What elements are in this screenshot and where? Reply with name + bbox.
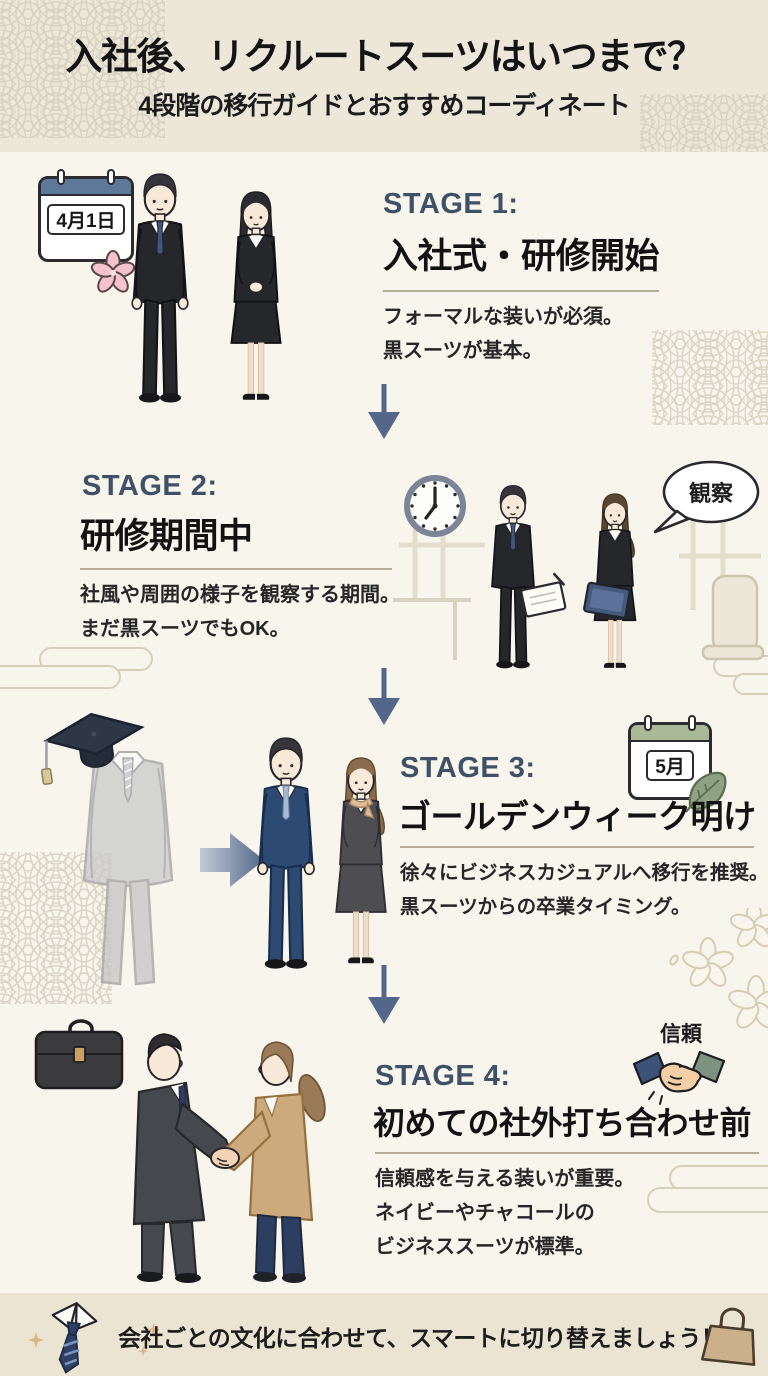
desc-line: 信頼感を与える装いが重要。: [375, 1168, 635, 1190]
trust-label: 信頼: [660, 1023, 702, 1046]
clasped-hands: [210, 1147, 240, 1169]
desc-line: まだ黒スーツでもOK。: [80, 618, 290, 640]
stage-4-illustration: [34, 1019, 326, 1283]
sakura-outline-blossoms: [669, 908, 768, 1029]
calendar-date-label: 4月1日: [47, 204, 125, 235]
cloud-motif-right-small: [713, 655, 768, 695]
down-arrow-icon: [368, 668, 400, 725]
stage-3-label: STAGE 3:: [400, 752, 536, 784]
stage-4-title: 初めての社外打ち合わせ前: [373, 1105, 752, 1141]
stage-1-label: STAGE 1:: [383, 188, 519, 220]
sparkle-icons: [28, 1323, 161, 1357]
stage-2-title: 研修期間中: [80, 517, 253, 556]
footer-band: [0, 1293, 768, 1376]
divider: [375, 1152, 759, 1154]
female-trainee-figure: [593, 493, 637, 668]
stage-3-description: 徐々にビジネスカジュアルへ移行を推奨。 黒スーツからの卒業タイミング。: [400, 856, 768, 924]
chair-icon: [701, 574, 765, 661]
male-trainee-figure: [491, 485, 535, 669]
stage-4-description: 信頼感を与える装いが重要。 ネイビーやチャコールの ビジネススーツが標準。: [375, 1162, 634, 1264]
tote-bag-icon: [700, 1307, 756, 1366]
seigaiha-wave-pattern-topleft: [0, 0, 165, 138]
necktie-icon: [51, 1302, 98, 1374]
divider: [383, 290, 659, 292]
calendar-date-label: 5月: [646, 750, 694, 781]
notepad-icon: [520, 572, 567, 618]
faded-recruit-suit: [82, 751, 174, 986]
calendar-pin: [688, 715, 696, 731]
desc-line: ビジネススーツが標準。: [375, 1236, 595, 1258]
desc-line: フォーマルな装いが必須。: [383, 306, 623, 328]
handshake-icon: [632, 1050, 726, 1105]
stage-2-label: STAGE 2:: [82, 470, 218, 502]
calendar-pin: [644, 715, 652, 731]
male-recruit-figure: [131, 173, 189, 403]
divider: [80, 568, 392, 570]
stage-4-label: STAGE 4:: [375, 1060, 511, 1092]
page-title: 入社後、リクルートスーツはいつまで？: [65, 36, 704, 77]
stage-1-illustration: [131, 173, 282, 403]
female-recruit-figure: [230, 191, 282, 400]
charcoal-suit-female-figure: [335, 757, 387, 964]
leaf-icon: [685, 771, 727, 813]
wall-clock-icon: [404, 475, 466, 537]
beige-jacket-woman-profile: [218, 1041, 326, 1283]
graduation-cap-icon: [40, 712, 145, 786]
page-subtitle: 4段階の移行ガイドとおすすめコーディネート: [138, 92, 630, 120]
calendar-header: [631, 725, 709, 742]
seigaiha-wave-pattern-right: [652, 330, 768, 425]
stage-1-description: フォーマルな装いが必須。 黒スーツが基本。: [383, 300, 623, 368]
cloud-motif-left: [0, 647, 153, 689]
sakura-icon: [90, 250, 136, 293]
speech-bubble-icon: 観察: [653, 460, 760, 534]
navy-suit-male-figure: [257, 737, 315, 969]
stage-2-description: 社風や周囲の様子を観察する期間。 まだ黒スーツでもOK。: [80, 578, 400, 646]
stage-2-illustration: 観察: [393, 460, 765, 669]
cloud-motif-right-stage4: [647, 1165, 768, 1213]
bubble-text: 観察: [689, 481, 734, 506]
stage-1-title: 入社式・研修開始: [383, 237, 660, 276]
desc-line: 黒スーツからの卒業タイミング。: [400, 896, 691, 918]
charcoal-suit-man-profile: [132, 1033, 234, 1283]
calendar-pin: [107, 169, 115, 185]
stage-3-title: ゴールデンウィーク明け: [398, 798, 756, 835]
calendar-april-icon: 4月1日: [38, 169, 134, 262]
briefcase-icon: [34, 1019, 124, 1090]
desc-line: 黒スーツが基本。: [383, 340, 543, 362]
tablet-icon: [583, 581, 631, 619]
seigaiha-wave-pattern-header-right: [640, 94, 768, 152]
footer-message: 会社ごとの文化に合わせて、スマートに切り替えましょう！: [118, 1325, 724, 1351]
stage-3-illustration: [40, 712, 387, 986]
transition-arrow-icon: [200, 833, 264, 887]
desc-line: 社風や周囲の様子を観察する期間。: [80, 584, 400, 606]
down-arrow-icon: [368, 965, 400, 1024]
down-arrow-icon: [368, 384, 400, 439]
desc-line: ネイビーやチャコールの: [375, 1202, 595, 1224]
divider: [400, 846, 754, 848]
calendar-pin: [57, 169, 65, 185]
desc-line: 徐々にビジネスカジュアルへ移行を推奨。: [400, 862, 768, 884]
